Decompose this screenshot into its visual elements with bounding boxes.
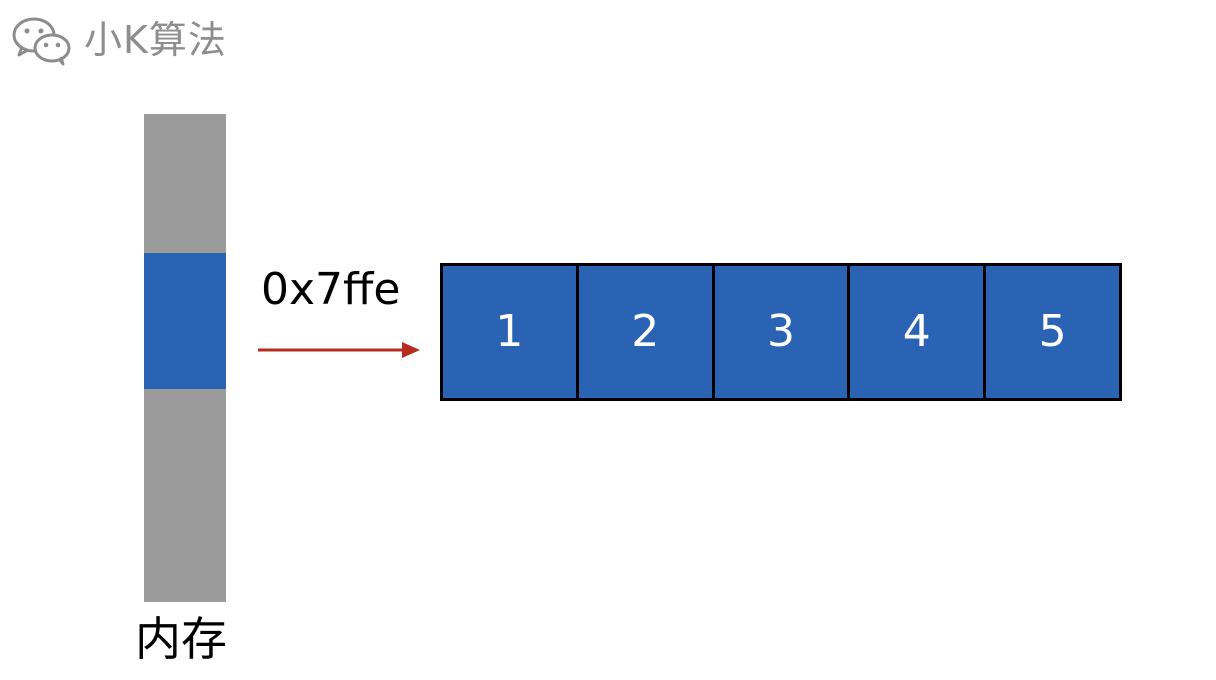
array-cell: 4 — [850, 266, 987, 398]
wechat-icon — [12, 17, 71, 66]
watermark: 小K算法 — [10, 14, 227, 66]
address-label: 0x7ffe — [261, 264, 401, 315]
array-cell: 3 — [715, 266, 851, 398]
right-arrow-icon — [258, 342, 420, 358]
array-cell: 2 — [579, 266, 715, 398]
memory-label: 内存 — [135, 612, 227, 666]
memory-highlight-block — [144, 253, 226, 389]
watermark-text: 小K算法 — [84, 18, 227, 62]
array-cell: 1 — [443, 266, 579, 398]
memory-column — [144, 114, 226, 602]
array-block: 1 2 3 4 5 — [440, 263, 1122, 401]
array-cell: 5 — [1038, 306, 1067, 357]
